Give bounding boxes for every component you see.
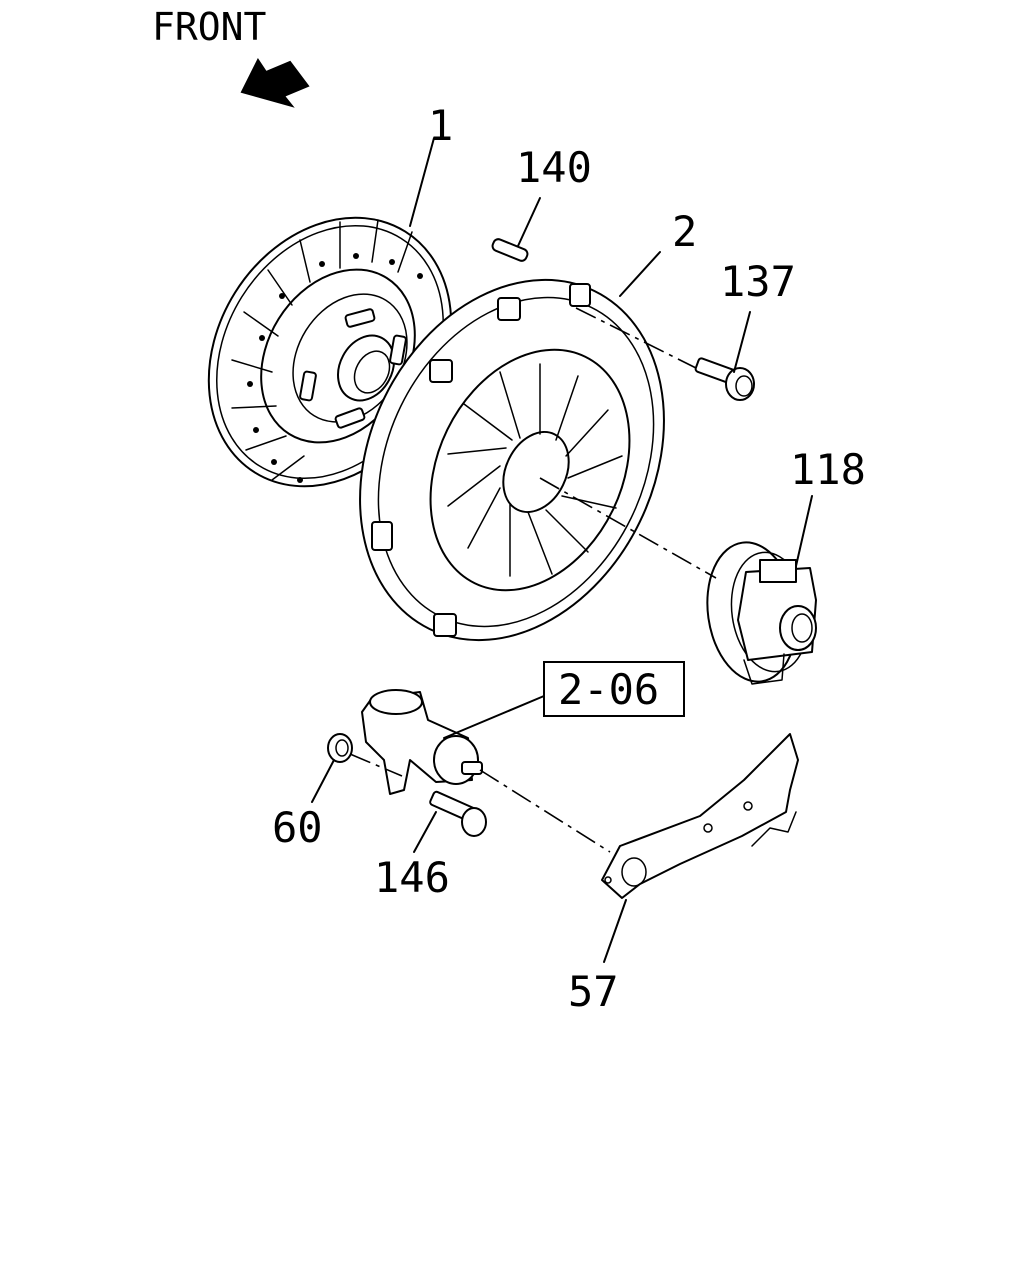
callout-137: 137 <box>720 257 796 306</box>
callout-60: 60 <box>272 803 323 852</box>
callout-1: 1 <box>428 101 453 150</box>
callout-118: 118 <box>790 445 866 494</box>
assembly-axis-lines <box>349 307 717 853</box>
callout-2-06: 2-06 <box>558 665 659 714</box>
bolt-146-part <box>429 790 487 837</box>
release-fork-part <box>601 733 799 899</box>
reference-box <box>543 661 685 717</box>
slave-cylinder-part <box>361 689 483 795</box>
release-bearing-part <box>706 541 817 685</box>
callout-140: 140 <box>516 143 592 192</box>
callout-146: 146 <box>374 853 450 902</box>
front-arrow-icon <box>240 58 310 108</box>
front-label: FRONT <box>152 5 266 49</box>
callout-2: 2 <box>672 207 697 256</box>
dowel-pin-part <box>491 238 529 262</box>
callout-57: 57 <box>568 967 619 1016</box>
leader-lines <box>311 137 813 963</box>
pressure-plate-part <box>359 278 665 642</box>
nut-60-part <box>327 733 353 763</box>
bolt-137-part <box>694 357 755 401</box>
